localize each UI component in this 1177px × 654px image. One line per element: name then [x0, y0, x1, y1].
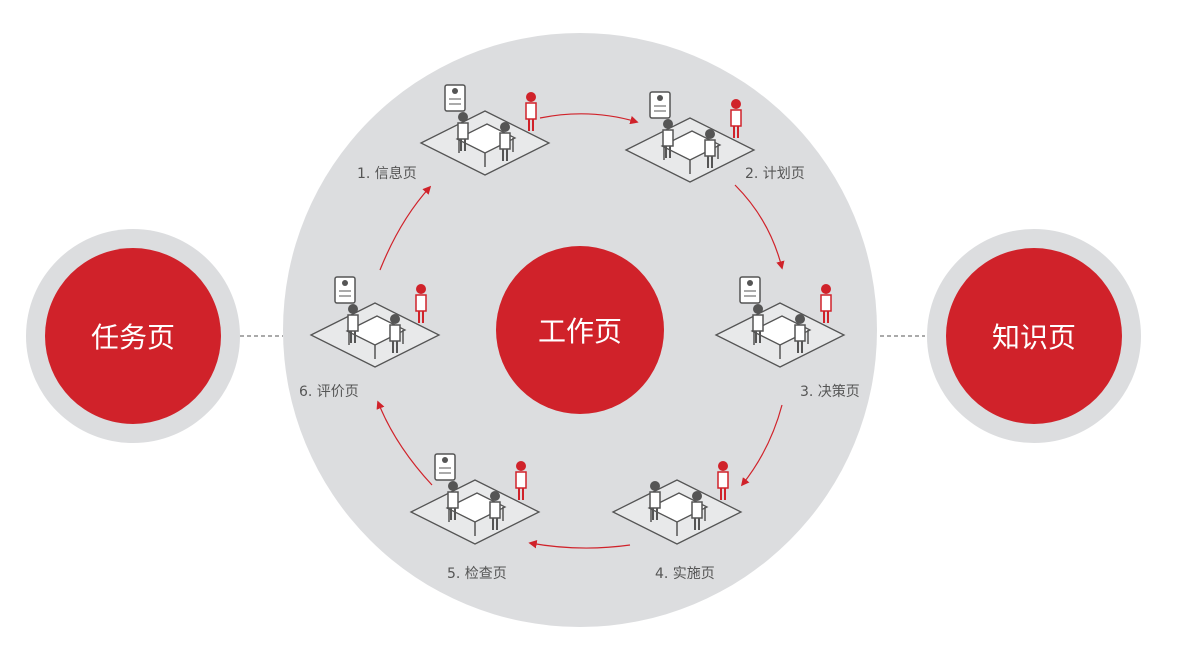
center-node-circle[interactable] — [496, 246, 664, 414]
right-node-circle[interactable] — [946, 248, 1122, 424]
cycle-arrow-6 — [379, 185, 432, 271]
station-label-2[interactable]: 2. 计划页 — [745, 166, 805, 182]
board-icon — [434, 453, 456, 481]
presenter-icon — [415, 284, 427, 323]
board-icon — [739, 276, 761, 304]
table — [455, 123, 517, 154]
station-scene-3[interactable] — [714, 276, 846, 368]
station-label-1[interactable]: 1. 信息页 — [357, 166, 417, 182]
person-icon — [752, 304, 764, 343]
person-icon — [389, 314, 401, 353]
station-scene-6[interactable] — [309, 276, 441, 368]
presenter-icon — [515, 461, 527, 500]
person-icon — [489, 491, 501, 530]
center-node-label: 工作页 — [537, 315, 623, 348]
table — [750, 315, 812, 346]
station-label-5[interactable]: 5. 检查页 — [447, 566, 507, 582]
presenter-icon — [820, 284, 832, 323]
cycle-arrow-2 — [734, 184, 785, 270]
table — [445, 492, 507, 523]
station-label-6[interactable]: 6. 评价页 — [299, 384, 359, 400]
station-label-4[interactable]: 4. 实施页 — [655, 566, 715, 582]
station-scene-1[interactable] — [419, 84, 551, 176]
board-icon — [444, 84, 466, 112]
cycle-arrow-1 — [539, 113, 639, 125]
presenter-icon — [717, 461, 729, 500]
presenter-icon — [730, 99, 742, 138]
right-node-label: 知识页 — [991, 321, 1077, 354]
person-icon — [347, 304, 359, 343]
cycle-arrow-5 — [376, 400, 433, 486]
person-icon — [662, 119, 674, 158]
cycle-arrow-4 — [528, 540, 631, 549]
station-scene-5[interactable] — [409, 453, 541, 545]
station-scene-4[interactable] — [611, 461, 743, 545]
table — [660, 130, 722, 161]
station-label-3[interactable]: 3. 决策页 — [800, 384, 860, 400]
person-icon — [457, 112, 469, 151]
person-icon — [447, 481, 459, 520]
left-node-label: 任务页 — [90, 321, 176, 354]
board-icon — [649, 91, 671, 119]
person-icon — [794, 314, 806, 353]
person-icon — [499, 122, 511, 161]
table — [647, 492, 709, 523]
table — [345, 315, 407, 346]
person-icon — [649, 481, 661, 520]
presenter-icon — [525, 92, 537, 131]
person-icon — [704, 129, 716, 168]
left-node-circle[interactable] — [45, 248, 221, 424]
board-icon — [334, 276, 356, 304]
station-scene-2[interactable] — [624, 91, 756, 183]
person-icon — [691, 491, 703, 530]
cycle-arrow-3 — [740, 404, 783, 487]
